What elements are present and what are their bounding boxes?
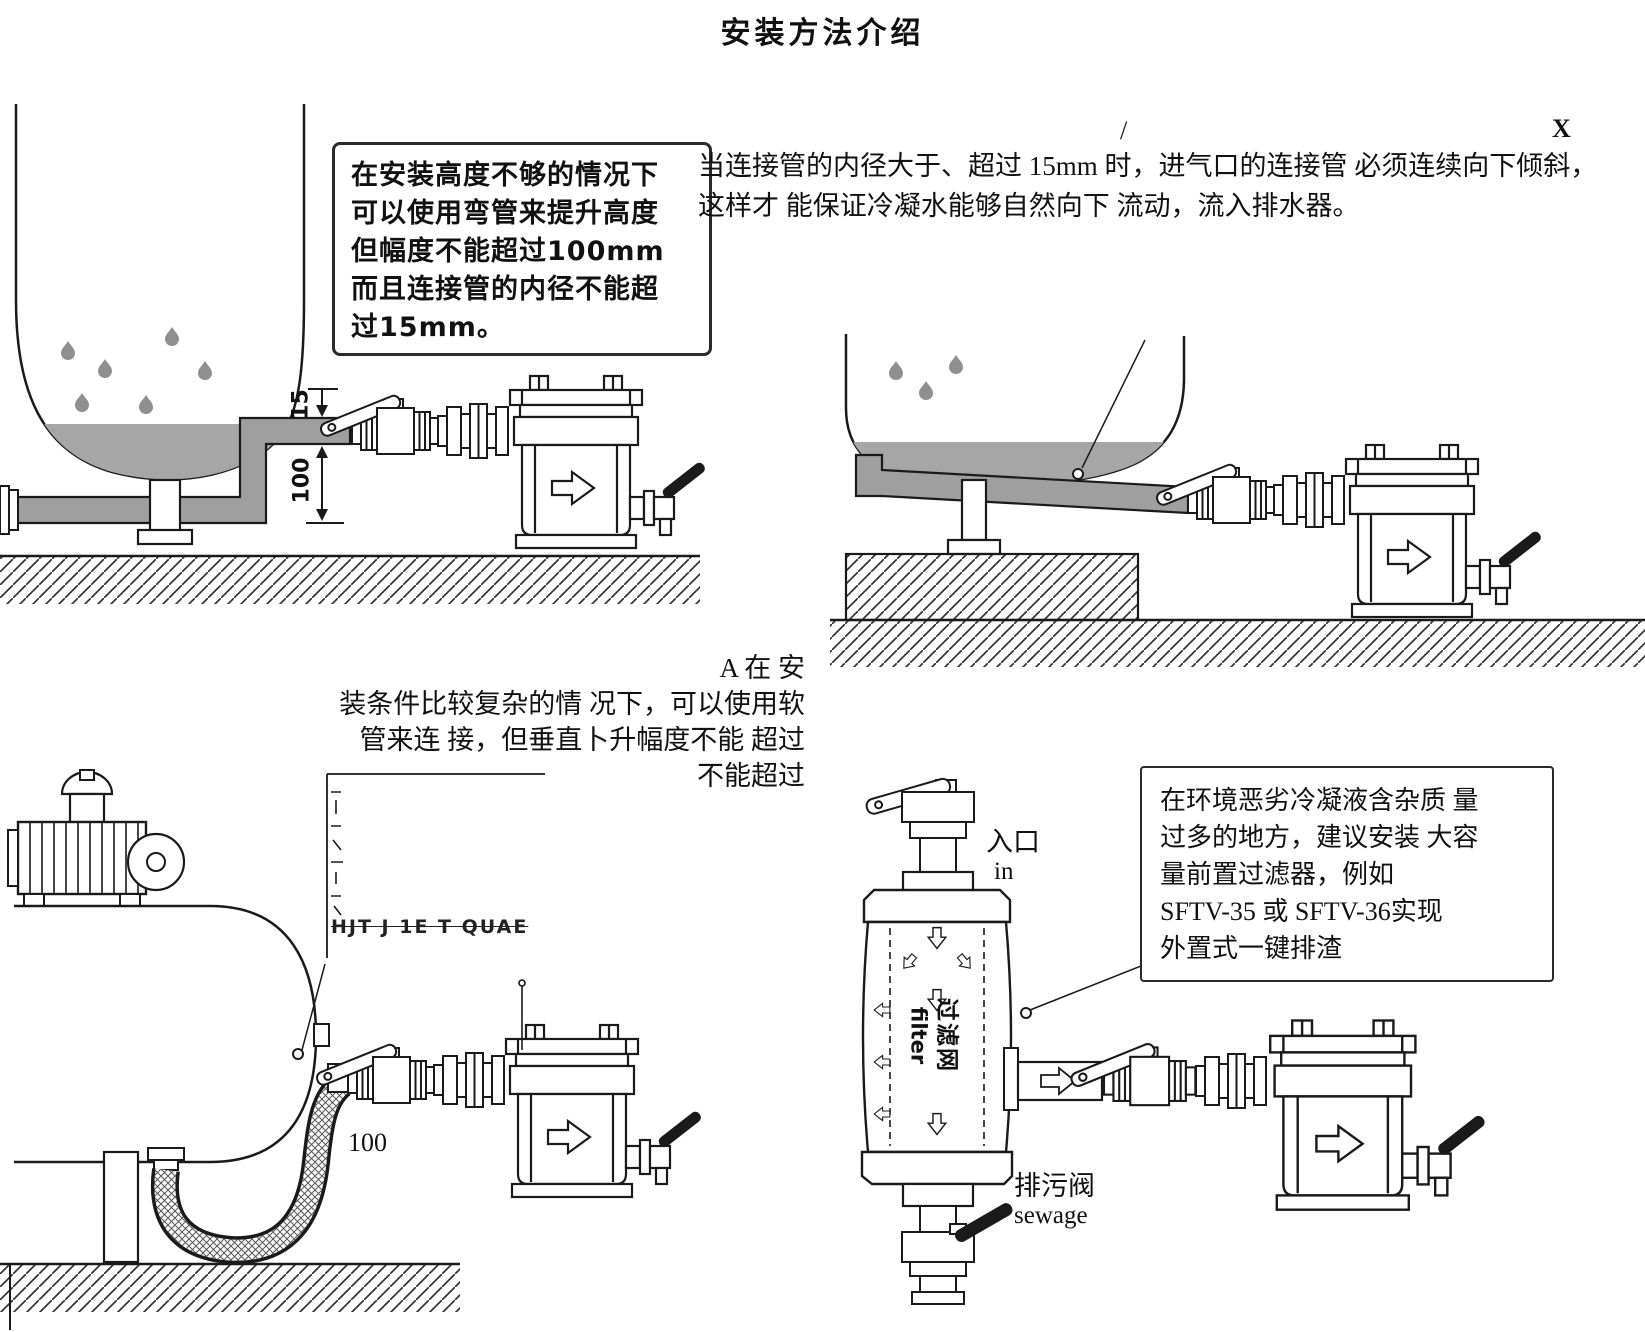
hose-instruction-paragraph: A 在 安 装条件比较复杂的情 况下，可以使用软 管来连 接，但垂直卜升幅度不能… [335,650,805,794]
pipe-unions [433,1052,505,1108]
filter-label-en: filter [907,1006,931,1065]
ground-hatch [0,1265,460,1312]
note-bracket [326,773,545,958]
callout-line: 在环境恶劣冷凝液含杂质 量 [1160,786,1479,815]
leader-line [1081,339,1146,469]
callout-line: 可以使用弯管来提升高度 [351,198,659,229]
callout-line: 过15mm。 [351,312,505,343]
paragraph-line: 管来连 接，但垂直卜升幅度不能 超过 [359,725,806,755]
plinth [844,552,1140,622]
ground-hatch [0,557,700,604]
leader-dot [1020,1007,1032,1019]
dimension-label-100: 100 [348,1128,387,1157]
callout-line: SFTV-35 或 SFTV-36实现 [1160,897,1443,926]
drain-trap [508,374,709,550]
pipe-unions [437,403,509,459]
corner-mark: X [1552,114,1571,143]
leader-dot [292,1048,304,1060]
diagram-prefilter [860,777,1489,1305]
diagram-flex-hose [0,769,705,1330]
ground-hatch [830,621,1645,667]
leader-dot [1072,468,1084,480]
pipe-unions [1195,1053,1267,1109]
elbow-pipe [0,416,352,525]
tank-foot [102,1150,140,1264]
diagram-elbow-riser [0,104,709,604]
leader-line [301,963,326,1051]
page-title: 安装方法介绍 [720,17,925,50]
leader-line [1029,963,1147,1011]
tank-outlet-fitting [313,1023,330,1047]
callout-line: 量前置过滤器，例如 [1160,860,1395,889]
prefilter-callout-box: 在环境恶劣冷凝液含杂质 量 过多的地方，建议安装 大容 量前置过滤器，例如 SF… [1140,766,1554,982]
filter-label-cn: 过滤网 [934,998,960,1073]
callout-line: 过多的地方，建议安装 大容 [1160,823,1479,852]
air-compressor [7,769,186,907]
elbow-callout-box: 在安装高度不够的情况下 可以使用弯管来提升高度 但幅度不能超过100mm 而且连… [332,142,712,356]
paragraph-line: 当连接管的内径大于、超过 15mm 时，进气口的连接管 必须连续向下倾斜， [698,151,1598,181]
compressor-tank [14,904,318,1164]
diagram-sloped-pipe [830,334,1645,667]
garbled-scan-text: HJT J 1E T QUAE [331,916,529,938]
dimension-label-100: 100 [289,457,315,504]
paragraph-line: 不能超过 [697,761,805,791]
slash-mark: / [1120,116,1128,145]
sewage-valve-label-en: sewage [1014,1202,1088,1229]
callout-line: 外置式一键排渣 [1160,934,1343,963]
outlet-flange [1003,1047,1019,1111]
filter-mesh-label: 过滤网 filter [890,971,985,1101]
sewage-ball-valve [901,1203,1013,1305]
flexible-hose [151,1072,352,1265]
prefilter-body [860,870,1014,1208]
callout-line: 但幅度不能超过100mm [351,236,665,267]
illegible-vertical-text-marks [331,791,343,916]
inlet-label-cn: 入口 [986,827,1040,857]
inlet-label-en: in [994,858,1014,885]
callout-line: 在安装高度不够的情况下 [351,160,659,191]
dimension-lines [306,388,344,524]
slope-instruction-paragraph: 当连接管的内径大于、超过 15mm 时，进气口的连接管 必须连续向下倾斜， 这样… [698,146,1645,226]
paragraph-line: 装条件比较复杂的情 况下，可以使用软 [339,689,805,719]
drain-trap [1344,443,1545,619]
dimension-label-15: 15 [288,389,314,420]
tank-foot [960,478,988,542]
drain-trap [1268,1019,1489,1211]
paragraph-line: 这样才 能保证冷凝水能够自然向下 流动，流入排水器。 [698,191,1360,221]
pipe-unions [1273,472,1345,528]
sewage-valve-label-cn: 排污阀 [1014,1171,1095,1201]
tank-foot [148,478,182,534]
drain-trap [504,1023,705,1199]
paragraph-line: A 在 安 [719,653,805,683]
ball-valve [1154,462,1276,524]
callout-line: 而且连接管的内径不能超 [351,274,659,305]
